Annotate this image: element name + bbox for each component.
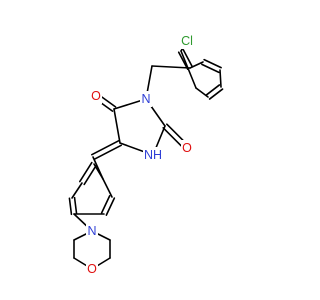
bond-r5-r6-a	[105, 197, 116, 216]
atom-nh: NH	[143, 147, 163, 163]
bond-b5-b6-b	[208, 88, 224, 100]
bond-b3-b4-a	[201, 63, 220, 74]
bond-r2-r3	[71, 182, 83, 199]
bond-r5-r6-b	[100, 195, 111, 214]
bond-b6-b7	[195, 87, 209, 98]
bond-r1-r2-a	[79, 161, 93, 183]
atom-o-carbonyl-top: O	[90, 88, 102, 104]
bond-c5-vinyl-a	[91, 139, 120, 156]
bond-b1-b2-a	[177, 51, 189, 71]
atom-n-morph-label: N	[87, 224, 96, 238]
bond-r3-r4-b	[73, 196, 78, 215]
bond-r6-r7	[102, 178, 113, 198]
bond-r3-r4-a	[68, 197, 73, 216]
molecule-structure: Cl O N O NH N O	[68, 33, 224, 277]
bond-b1-b7	[180, 50, 197, 89]
atom-o-carbonyl-right: O	[181, 140, 193, 156]
atom-n3-label: N	[141, 92, 150, 106]
atom-n3: N	[140, 91, 152, 107]
bond-c5-vinyl-b	[93, 144, 122, 161]
bond-b2-b3	[189, 61, 204, 69]
bond-b5-b6-a	[205, 84, 221, 96]
atom-o-right-label: O	[182, 141, 192, 155]
atom-n-morpholine: N	[86, 223, 98, 239]
bond-c5-c4	[113, 108, 121, 144]
bond-b2-ch2	[151, 65, 191, 69]
bond-b3-b4-b	[203, 58, 222, 69]
atom-o-morpholine: O	[86, 261, 98, 277]
bond-b1-b2-b	[182, 48, 194, 68]
atom-label-layer: Cl O N O NH N O	[86, 33, 196, 277]
atom-cl: Cl	[178, 33, 196, 49]
bond-b4-b5	[219, 69, 222, 88]
atom-cl-label: Cl	[181, 34, 193, 48]
atom-o-top-label: O	[91, 89, 101, 103]
bond-r1-r2-b	[83, 164, 97, 186]
atom-nh-label: NH	[144, 148, 162, 162]
atom-o-morph-label: O	[87, 262, 97, 276]
